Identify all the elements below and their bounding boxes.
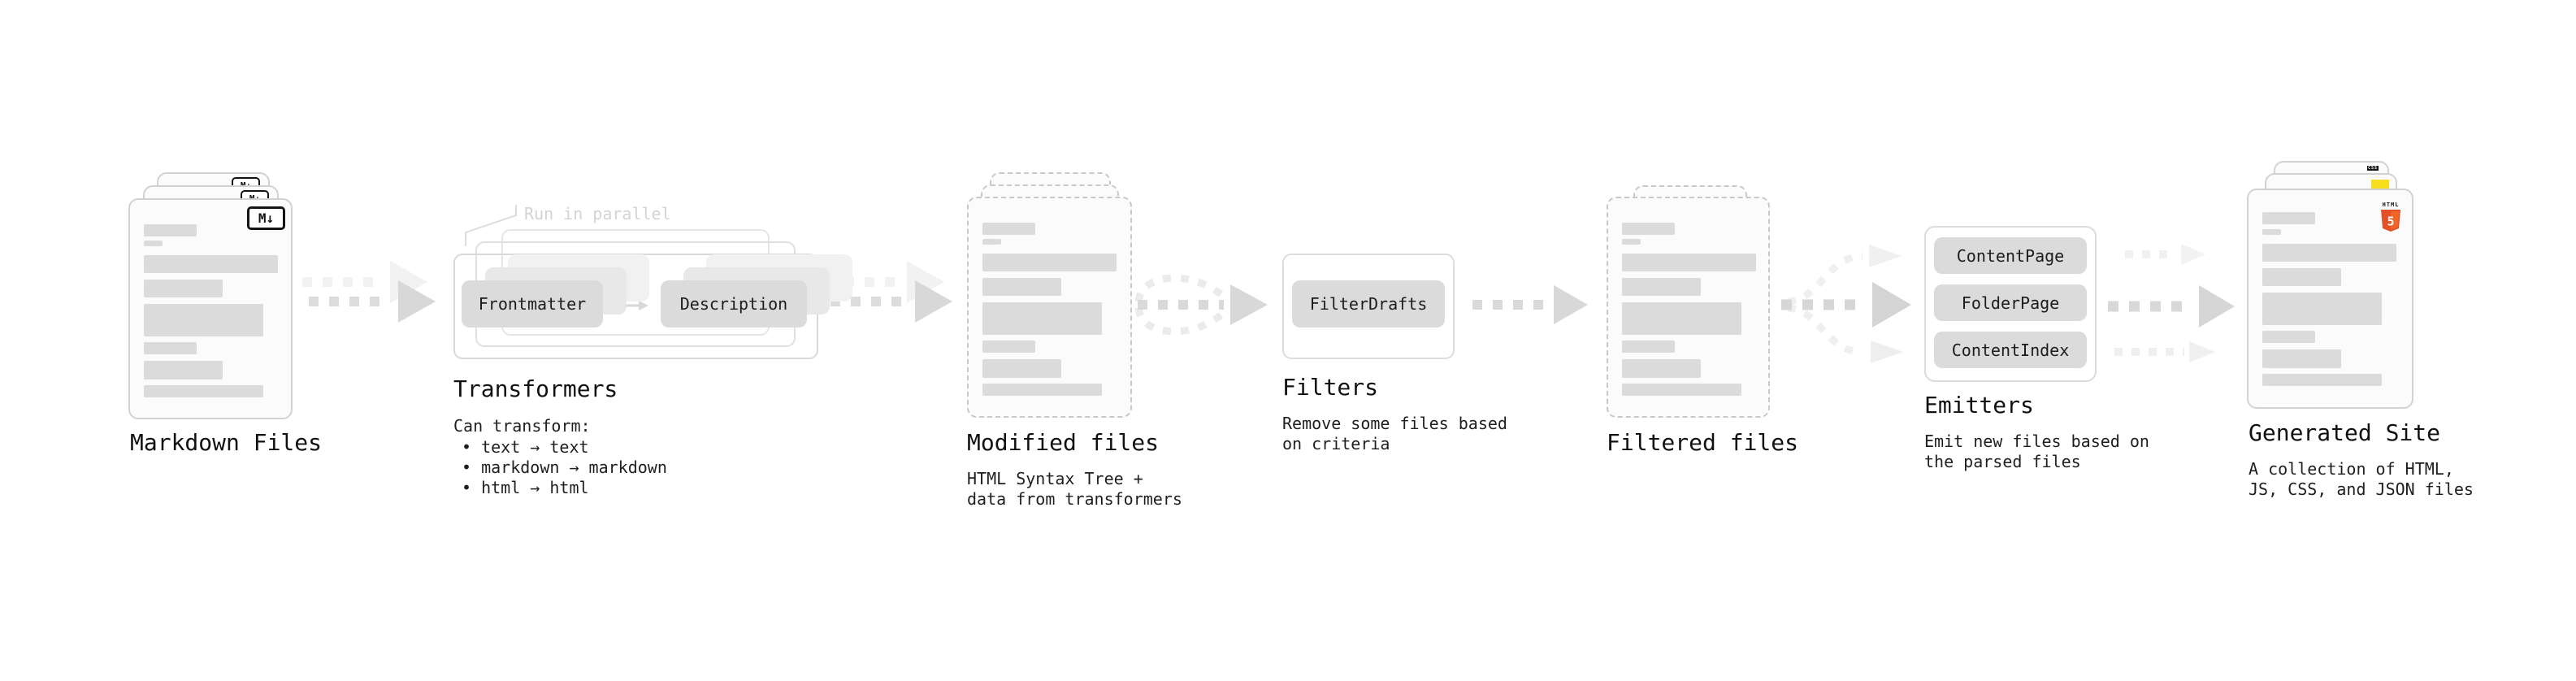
markdown-icon: M↓ bbox=[247, 206, 285, 230]
text-line-bar bbox=[982, 340, 1035, 353]
bullet-line: • markdown → markdown bbox=[462, 458, 667, 477]
text-line-bar bbox=[2262, 212, 2315, 224]
text-line-bar bbox=[2262, 244, 2396, 262]
transformers-bullets: • text → text • markdown → markdown • ht… bbox=[462, 437, 667, 498]
markdown-files-label: Markdown Files bbox=[130, 429, 323, 456]
desc-line: data from transformers bbox=[967, 489, 1182, 509]
emitters-panel bbox=[1924, 226, 2097, 382]
text-line-bar bbox=[982, 239, 1001, 245]
html5-icon-number: 5 bbox=[2387, 215, 2394, 229]
description-pill-label: Description bbox=[679, 294, 788, 314]
filtered-file-card-front bbox=[1607, 197, 1770, 418]
run-in-parallel-callout-line bbox=[465, 205, 517, 246]
text-line-bar bbox=[982, 278, 1061, 296]
modified-files-label: Modified files bbox=[967, 429, 1160, 456]
desc-line: the parsed files bbox=[1924, 452, 2081, 471]
text-line-bar bbox=[2262, 229, 2281, 235]
bullet-line: • html → html bbox=[462, 478, 589, 497]
run-in-parallel-note: Run in parallel bbox=[524, 204, 671, 223]
contentpage-pill-label: ContentPage bbox=[1956, 245, 2065, 266]
modified-files-desc: HTML Syntax Tree + data from transformer… bbox=[967, 469, 1182, 510]
desc-line: Emit new files based on bbox=[1924, 432, 2149, 451]
text-line-bar bbox=[144, 304, 263, 336]
text-line-bar bbox=[2262, 268, 2341, 286]
text-line-bar bbox=[1622, 239, 1641, 245]
desc-line: Remove some files based bbox=[1282, 414, 1507, 433]
filtered-files-label: Filtered files bbox=[1607, 429, 1799, 456]
text-line-bar bbox=[982, 384, 1102, 396]
text-line-bar bbox=[1622, 302, 1741, 335]
text-line-bar bbox=[1622, 340, 1675, 353]
html5-shield: 5 bbox=[2381, 210, 2400, 232]
filters-label: Filters bbox=[1282, 374, 1379, 401]
text-line-bar bbox=[2262, 374, 2382, 386]
filters-desc: Remove some files based on criteria bbox=[1282, 414, 1507, 454]
text-line-bar bbox=[2262, 331, 2315, 343]
text-line-bar bbox=[982, 302, 1102, 335]
js-icon bbox=[2371, 180, 2389, 191]
text-line-bar bbox=[144, 280, 223, 297]
text-line-bar bbox=[144, 361, 223, 380]
text-line-bar bbox=[1622, 254, 1756, 271]
html5-icon: HTML 5 bbox=[2380, 194, 2401, 232]
contentpage-pill: ContentPage bbox=[1934, 237, 2087, 274]
transformers-desc-title: Can transform: bbox=[453, 416, 591, 436]
generated-site-desc: A collection of HTML, JS, CSS, and JSON … bbox=[2249, 459, 2474, 500]
text-line-bar bbox=[2262, 293, 2382, 325]
text-line-bar bbox=[1622, 278, 1701, 296]
html5-icon-word: HTML bbox=[2382, 202, 2400, 208]
generated-site-label: Generated Site bbox=[2249, 419, 2441, 446]
folderpage-pill: FolderPage bbox=[1934, 284, 2087, 321]
text-line-bar bbox=[144, 342, 197, 354]
filters-panel bbox=[1282, 254, 1455, 359]
text-line-bar bbox=[982, 254, 1117, 271]
text-line-bar bbox=[1622, 359, 1701, 378]
flow-arrow-filtered-to-emitters bbox=[1781, 245, 1911, 363]
flow-arrow-modified-to-filters bbox=[1134, 274, 1268, 336]
description-pill: Description bbox=[661, 280, 807, 327]
filterdrafts-pill: FilterDrafts bbox=[1292, 280, 1445, 327]
text-line-bar bbox=[144, 224, 197, 236]
desc-line: A collection of HTML, bbox=[2249, 459, 2454, 479]
site-file-card-front-html: HTML 5 bbox=[2247, 189, 2413, 409]
markdown-file-card-front: M↓ bbox=[128, 198, 293, 419]
text-line-bar bbox=[144, 255, 278, 273]
desc-line: JS, CSS, and JSON files bbox=[2249, 479, 2474, 499]
folderpage-pill-label: FolderPage bbox=[1961, 293, 2060, 313]
desc-line: HTML Syntax Tree + bbox=[967, 469, 1143, 488]
frontmatter-pill-label: Frontmatter bbox=[478, 294, 587, 314]
css-icon: CSS bbox=[2365, 166, 2381, 171]
text-line-bar bbox=[144, 385, 263, 397]
flow-arrow-markdown-to-transformers bbox=[302, 261, 436, 323]
text-line-bar bbox=[144, 241, 163, 246]
modified-file-card-front bbox=[967, 197, 1132, 418]
text-line-bar bbox=[2262, 349, 2341, 368]
flow-arrow-emitters-to-site bbox=[2108, 244, 2235, 362]
filterdrafts-pill-label: FilterDrafts bbox=[1309, 294, 1428, 314]
desc-line: on criteria bbox=[1282, 434, 1390, 453]
text-line-bar bbox=[1622, 223, 1675, 235]
text-line-bar bbox=[982, 223, 1035, 235]
emitters-label: Emitters bbox=[1924, 392, 2034, 419]
css-icon-word: CSS bbox=[2367, 166, 2379, 171]
contentindex-pill-label: ContentIndex bbox=[1951, 340, 2070, 360]
flow-arrow-transformers-to-modified bbox=[824, 261, 952, 323]
frontmatter-pill: Frontmatter bbox=[462, 280, 603, 327]
text-line-bar bbox=[1622, 384, 1741, 396]
bullet-line: • text → text bbox=[462, 437, 589, 457]
text-line-bar bbox=[982, 359, 1061, 378]
transformers-label: Transformers bbox=[453, 375, 618, 402]
emitters-desc: Emit new files based on the parsed files bbox=[1924, 432, 2149, 472]
contentindex-pill: ContentIndex bbox=[1934, 332, 2087, 368]
flow-arrow-filters-to-filtered bbox=[1472, 285, 1588, 324]
